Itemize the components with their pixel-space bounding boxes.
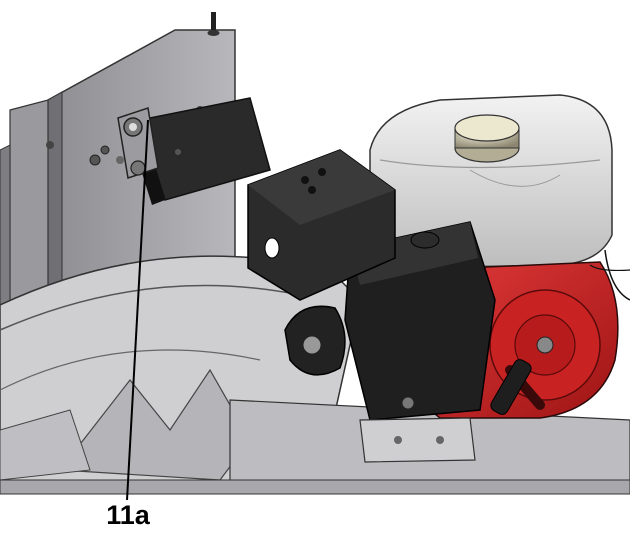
fuel-cap: [454, 114, 520, 163]
callout-leader-line: [126, 119, 149, 501]
callout-label-11a: 11a: [106, 500, 150, 530]
starter-grip: [490, 359, 532, 415]
adjustment-knob: [284, 305, 346, 376]
lower-housing: [0, 255, 630, 495]
air-filter-housing: [344, 221, 496, 421]
throttle-cable: [604, 249, 630, 301]
top-rod: [207, 12, 220, 36]
throttle-cable-2: [589, 264, 630, 272]
engine-mount-block: [247, 149, 396, 301]
base-bracket: [359, 396, 476, 463]
